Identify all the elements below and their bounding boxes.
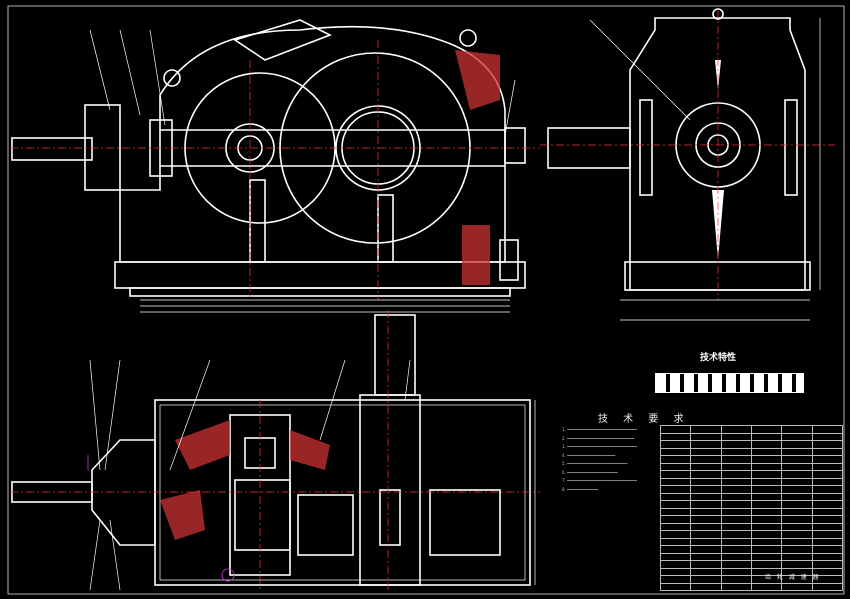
drawing-border (7, 5, 845, 595)
top-view (10, 310, 540, 590)
front-view (10, 19, 540, 313)
technical-characteristics-title: 技术特性 (700, 353, 737, 363)
technical-characteristics-table (655, 373, 804, 393)
side-view (540, 8, 835, 321)
technical-requirements-title: 技 术 要 求 (598, 414, 690, 425)
parts-list-table (659, 425, 844, 591)
leader-lines (89, 19, 691, 591)
technical-requirements-text: 1. ━━━━━━━━━━━━━━━━━━━━━━━━━━━━━ 2. ━━━━… (562, 427, 637, 492)
title-block-name: 齿 轮 减 速 器 (765, 574, 821, 581)
